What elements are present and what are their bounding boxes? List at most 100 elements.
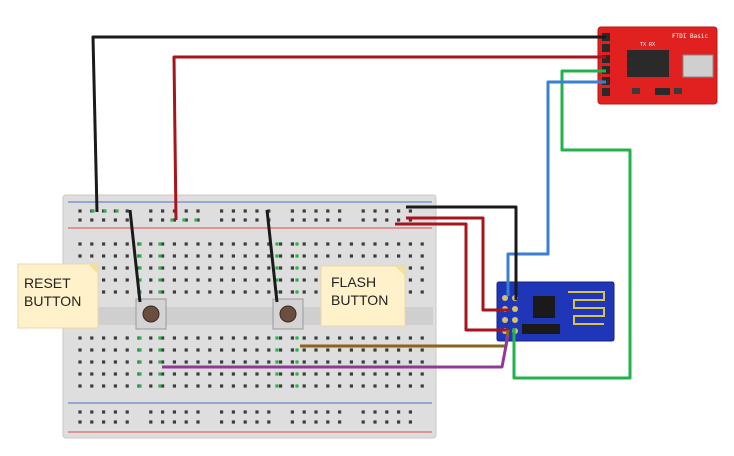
connected-hole (158, 266, 162, 270)
breadboard-hole (302, 372, 306, 376)
wire-blue-ftdi-esp (506, 80, 606, 296)
breadboard-hole (172, 420, 176, 424)
breadboard-hole (290, 384, 294, 388)
breadboard-hole (220, 254, 224, 258)
breadboard-hole (326, 218, 330, 222)
breadboard-hole (113, 242, 117, 246)
breadboard-hole (302, 266, 306, 270)
breadboard-hole (196, 218, 200, 222)
connected-hole (138, 266, 142, 270)
breadboard-hole (149, 348, 153, 352)
breadboard-hole (208, 384, 212, 388)
ftdi-small-chip (655, 88, 670, 95)
breadboard-hole (408, 290, 412, 294)
connected-hole (295, 242, 299, 246)
breadboard-hole (78, 348, 82, 352)
connected-hole (158, 384, 162, 388)
breadboard-hole (338, 254, 342, 258)
breadboard-hole (408, 372, 412, 376)
breadboard-hole (243, 290, 247, 294)
breadboard-hole (184, 278, 188, 282)
breadboard-hole (208, 348, 212, 352)
breadboard-hole (290, 336, 294, 340)
button-knob (142, 305, 160, 323)
breadboard-hole (302, 336, 306, 340)
breadboard-hole (102, 336, 106, 340)
connected-hole (295, 336, 299, 340)
connected-hole (158, 290, 162, 294)
wire-red-rail-esp-1 (406, 216, 510, 312)
breadboard-hole (113, 360, 117, 364)
breadboard-hole (420, 336, 424, 340)
breadboard-hole (326, 420, 330, 424)
breadboard-hole (279, 278, 283, 282)
breadboard-hole (113, 254, 117, 258)
breadboard-hole (243, 420, 247, 424)
flash-note-line1: FLASH (331, 274, 376, 290)
ftdi-title: FTDI Basic (672, 33, 709, 40)
connected-hole (158, 360, 162, 364)
breadboard-hole (290, 278, 294, 282)
breadboard-hole (90, 336, 94, 340)
usb-connector (682, 54, 714, 78)
breadboard-hole (326, 384, 330, 388)
breadboard-hole (385, 254, 389, 258)
connected-hole (295, 372, 299, 376)
breadboard-hole (361, 209, 365, 213)
connected-hole (138, 384, 142, 388)
breadboard-hole (172, 242, 176, 246)
breadboard-hole (184, 266, 188, 270)
breadboard-hole (102, 266, 106, 270)
ftdi-smd-part (674, 88, 682, 94)
reset-button-note: RESET BUTTON (17, 263, 99, 329)
breadboard-hole (385, 372, 389, 376)
breadboard-hole (302, 410, 306, 414)
connected-hole (275, 384, 279, 388)
breadboard-hole (408, 242, 412, 246)
breadboard-hole (208, 290, 212, 294)
breadboard-hole (90, 348, 94, 352)
breadboard-hole (208, 278, 212, 282)
breadboard-hole (314, 384, 318, 388)
breadboard-hole (302, 242, 306, 246)
breadboard-hole (220, 384, 224, 388)
breadboard-hole (90, 410, 94, 414)
breadboard-hole (397, 360, 401, 364)
breadboard-hole (408, 410, 412, 414)
breadboard-hole (125, 410, 129, 414)
breadboard-hole (255, 242, 259, 246)
breadboard-hole (338, 410, 342, 414)
breadboard-hole (338, 372, 342, 376)
button-knob (279, 305, 297, 323)
breadboard-hole (149, 278, 153, 282)
sticky-note-icon (320, 265, 406, 327)
connected-hole (170, 218, 174, 222)
breadboard-hole (231, 218, 235, 222)
breadboard-hole (161, 348, 165, 352)
connected-hole (158, 348, 162, 352)
breadboard-hole (255, 254, 259, 258)
esp-pin (512, 317, 518, 323)
breadboard-hole (290, 254, 294, 258)
connected-hole (295, 254, 299, 258)
breadboard-hole (373, 254, 377, 258)
breadboard-hole (102, 360, 106, 364)
ftdi-board-icon: FTDI Basic TX RX (597, 26, 718, 105)
ftdi-smd-part (632, 88, 640, 94)
breadboard-hole (326, 254, 330, 258)
breadboard-hole (290, 266, 294, 270)
breadboard-hole (385, 218, 389, 222)
breadboard-hole (267, 254, 271, 258)
breadboard-hole (361, 372, 365, 376)
breadboard-hole (102, 290, 106, 294)
breadboard-hole (243, 336, 247, 340)
breadboard-hole (267, 372, 271, 376)
breadboard-hole (279, 348, 283, 352)
breadboard-hole (243, 254, 247, 258)
breadboard-hole (255, 218, 259, 222)
breadboard-hole (314, 209, 318, 213)
breadboard-hole (408, 348, 412, 352)
connected-hole (138, 278, 142, 282)
breadboard-hole (172, 336, 176, 340)
breadboard-hole (231, 336, 235, 340)
